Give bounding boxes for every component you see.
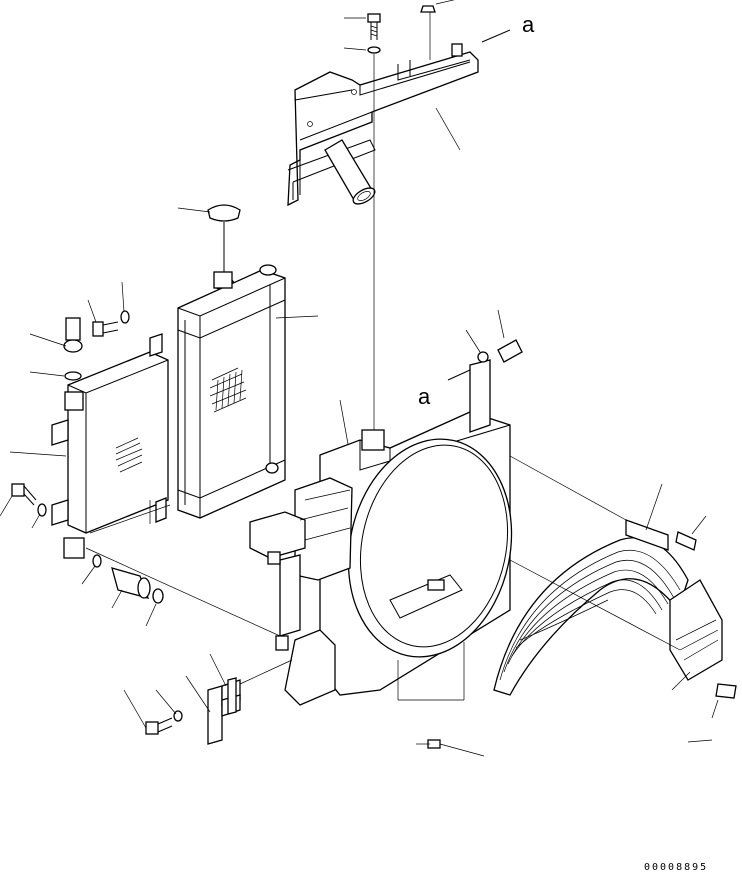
upper-hose <box>324 139 376 205</box>
washer-top <box>367 46 381 54</box>
bolt-left-mid <box>11 483 37 506</box>
square-nut-left <box>267 551 281 565</box>
bolt-shroud-right <box>497 339 523 363</box>
leader-lines <box>0 0 719 757</box>
nut-top <box>420 5 436 13</box>
bolt-guard-upper <box>675 531 697 551</box>
side-cover-plate <box>669 579 723 681</box>
fan-shroud <box>249 359 513 706</box>
bolt-top <box>367 13 381 40</box>
square-nut-lower <box>275 635 289 651</box>
washer-left-upper <box>120 310 130 324</box>
oil-cooler <box>51 333 169 559</box>
lower-support-bracket <box>207 677 241 745</box>
reference-mark-a-middle: a <box>418 384 431 409</box>
bolt-lower-left <box>145 717 173 735</box>
drawing-code: 00008895 <box>644 862 708 873</box>
o-ring-1 <box>64 371 82 381</box>
top-support-bracket <box>287 5 479 207</box>
radiator <box>177 264 286 519</box>
bolt-left-upper <box>92 321 119 337</box>
bolt-guard-lower <box>715 683 737 699</box>
reference-mark-a-top: a <box>522 12 535 37</box>
fan-guard <box>493 519 689 696</box>
hose-connector <box>63 317 83 353</box>
radiator-core-hatch <box>209 367 247 413</box>
washer-shroud-right <box>477 351 489 363</box>
drain-plug <box>92 554 164 604</box>
washer-left-mid <box>37 503 47 517</box>
